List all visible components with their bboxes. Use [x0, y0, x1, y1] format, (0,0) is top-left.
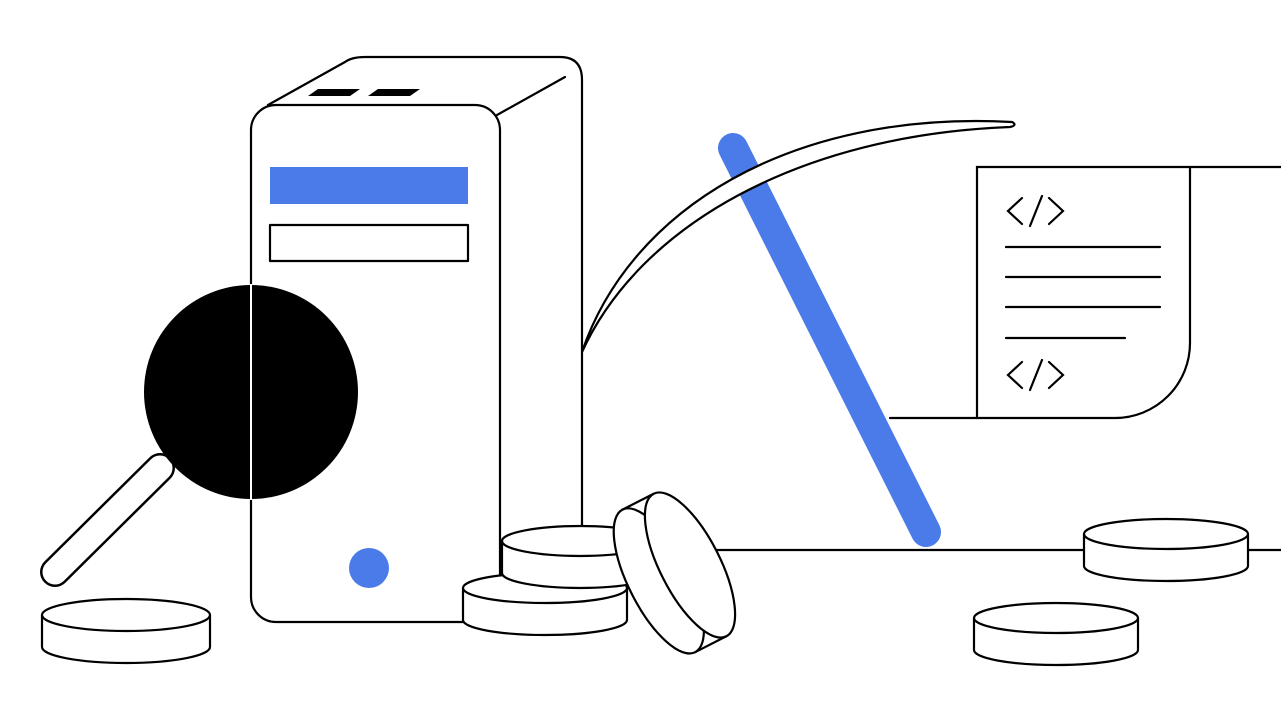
coin-icon [1082, 517, 1250, 583]
vent-slot [368, 89, 420, 96]
tilted-coin-icon [612, 491, 737, 655]
code-document [888, 165, 1281, 420]
pickaxe [580, 119, 1016, 547]
pickaxe-blade [580, 119, 1016, 354]
server-tower [249, 55, 584, 624]
pickaxe-handle [718, 133, 941, 547]
coin-icon [461, 571, 629, 637]
power-button-icon [349, 548, 389, 588]
drive-bay-active [270, 167, 468, 204]
code-icon [1006, 358, 1065, 392]
coin-icon [40, 597, 212, 665]
code-icon [1006, 194, 1065, 228]
drive-bay [268, 223, 470, 263]
coin-icon [972, 601, 1140, 667]
magnifying-glass-icon [40, 284, 358, 587]
vent-slot [308, 89, 360, 96]
